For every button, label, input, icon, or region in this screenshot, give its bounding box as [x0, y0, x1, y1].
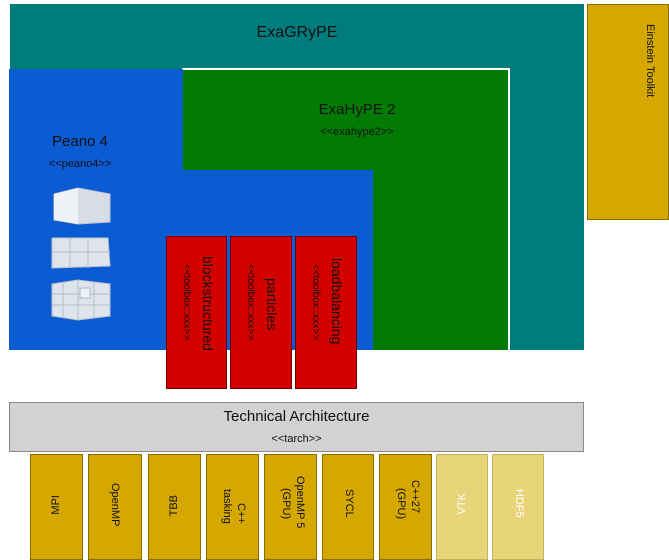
- library-sycl: [322, 454, 374, 560]
- peano4-stereotype: <<peano4>>: [48, 158, 112, 170]
- library-mpi-label: MPI: [50, 495, 62, 515]
- library-cpp27-gpu-label-1: C++27: [409, 480, 421, 514]
- einstein-toolkit-label: Einstein Toolkit: [644, 24, 656, 98]
- toolbox-blockstructured-stereotype: <<toolbox::xxx>>: [181, 264, 192, 341]
- toolbox-loadbalancing-name: loadbalancing: [329, 258, 345, 345]
- library-openmp5-gpu-label-1: OpenMP 5: [294, 476, 306, 529]
- single-cube-icon: [53, 187, 111, 225]
- tarch-stereotype: <<tarch>>: [271, 433, 322, 445]
- exagrype-title: ExaGRyPE: [256, 24, 338, 41]
- library-hdf5: [492, 454, 544, 560]
- library-tbb-label: TBB: [168, 495, 180, 517]
- library-mpi: [30, 454, 83, 560]
- library-cpp-tasking-label-1: C++: [235, 503, 247, 524]
- library-openmp5-gpu-label-2: (GPU): [280, 488, 292, 520]
- toolbox-loadbalancing: [295, 236, 357, 389]
- tarch-box: [9, 402, 584, 452]
- toolbox-particles: [230, 236, 292, 389]
- split-cube-icon: [51, 237, 111, 269]
- tarch-title: Technical Architecture: [223, 408, 370, 425]
- library-sycl-label: SYCL: [343, 489, 355, 518]
- library-cpp27-gpu-label-2: (GPU): [395, 488, 407, 520]
- library-hdf5-label: HDF5: [513, 489, 525, 518]
- library-openmp-label: OpenMP: [109, 483, 121, 527]
- toolbox-particles-stereotype: <<toolbox::xxx>>: [245, 264, 256, 341]
- library-vtk: [436, 454, 488, 560]
- toolbox-blockstructured: [166, 236, 227, 389]
- peano4-title: Peano 4: [52, 133, 108, 150]
- library-cpp-tasking: [206, 454, 259, 560]
- toolbox-particles-name: particles: [264, 278, 280, 331]
- library-tbb: [148, 454, 201, 560]
- library-openmp5-gpu: [264, 454, 317, 560]
- refined-cube-icon: [51, 279, 111, 321]
- einstein-toolkit-box: [587, 4, 669, 220]
- exahype2-title: ExaHyPE 2: [318, 101, 396, 118]
- peano-cube-icons: [51, 187, 111, 321]
- toolbox-blockstructured-name: blockstructured: [200, 256, 216, 351]
- toolbox-loadbalancing-stereotype: <<toolbox::xxx>>: [310, 264, 321, 341]
- library-cpp-tasking-label-2: tasking: [221, 489, 233, 524]
- library-openmp: [88, 454, 142, 560]
- library-vtk-label: VTK: [456, 493, 468, 515]
- exahype2-stereotype: <<exahype2>>: [320, 126, 394, 138]
